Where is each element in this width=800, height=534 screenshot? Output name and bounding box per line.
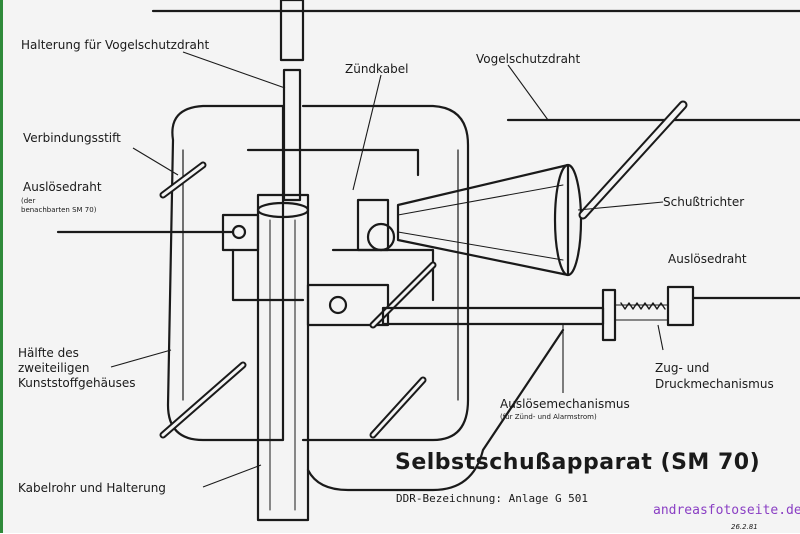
date-mark: 26.2.81 [731,523,758,531]
label-ausloesedraht-right: Auslösedraht [668,252,747,266]
pull-push-clamp [666,285,695,327]
trigger-block [306,283,390,327]
label-verbindungsstift: Verbindungsstift [23,131,121,145]
page-title: Selbstschußapparat (SM 70) [395,450,761,475]
watermark: andreasfotoseite.de [653,503,800,518]
label-halterung-vogelschutzdraht: Halterung für Vogelschutzdraht [21,38,210,52]
label-schusstrichter: Schußtrichter [663,195,745,209]
device-drawing [56,0,800,522]
top-tube [279,0,305,62]
label-kabelrohr: Kabelrohr und Halterung [18,481,166,495]
left-clamp [221,213,260,252]
label-ausloesemechanismus: Auslösemechanismus [500,397,630,411]
housing-right [301,104,470,442]
label-haelfte-2: zweiteiligen [18,361,90,375]
label-haelfte-3: Kunststoffgehäuses [18,376,136,390]
cone [396,163,570,277]
label-ausloesedraht-left: Auslösedraht [23,180,102,194]
holder-rod [282,68,302,202]
page-subtitle: DDR-Bezeichnung: Anlage G 501 [396,492,589,505]
housing-left [166,104,285,442]
cable-tube [256,193,310,522]
label-der: (der [21,197,36,205]
label-benachbarten: benachbarten SM 70) [21,206,97,214]
label-zug-1: Zug- und [655,361,710,375]
release-rod [381,306,605,326]
label-ausloesemechanismus-sub: (für Zünd- und Alarmstrom) [500,413,597,421]
label-vogelschutzdraht: Vogelschutzdraht [476,52,581,66]
bottom-loop [306,328,565,492]
label-haelfte-1: Hälfte des [18,346,79,360]
label-zug-2: Druckmechanismus [655,377,774,391]
label-zuendkabel: Zündkabel [345,62,409,76]
